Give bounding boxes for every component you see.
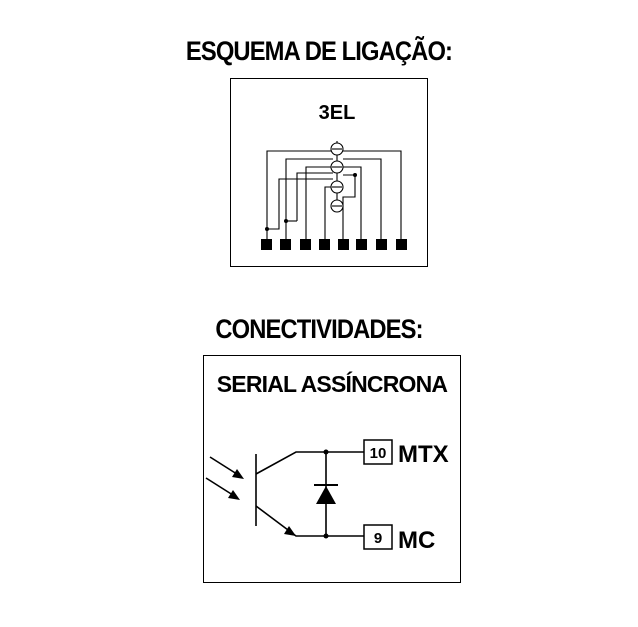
diode bbox=[314, 484, 338, 504]
terminal-pin bbox=[280, 239, 291, 250]
terminal-number-box bbox=[363, 439, 393, 465]
terminal-label: MTX bbox=[398, 441, 449, 468]
optocoupler-diagram: SERIAL ASSÍNCRONA 10 MTX bbox=[205, 370, 449, 554]
terminal-pin bbox=[338, 239, 349, 250]
terminal-number: 9 bbox=[374, 530, 382, 547]
junction-dots bbox=[265, 173, 357, 231]
terminal-blocks bbox=[261, 239, 407, 250]
terminal-10: 10 MTX bbox=[363, 439, 449, 468]
phototransistor bbox=[255, 451, 364, 537]
terminal-label: MC bbox=[398, 527, 435, 554]
wiring-diagram: 3EL bbox=[261, 102, 407, 250]
terminal-number-box bbox=[363, 524, 393, 550]
contact-bars bbox=[332, 148, 342, 207]
terminal-pin bbox=[300, 239, 311, 250]
wiring-diagram-title: ESQUEMA DE LIGAÇÃO: bbox=[185, 36, 453, 66]
diode-junctions bbox=[323, 449, 329, 539]
terminal-number: 10 bbox=[370, 445, 387, 462]
terminal-9: 9 MC bbox=[363, 524, 435, 554]
terminal-pin bbox=[319, 239, 330, 250]
light-arrow-heads bbox=[228, 469, 244, 500]
model-label: 3EL bbox=[319, 102, 356, 124]
terminal-pin bbox=[356, 239, 367, 250]
connectivity-panel: SERIAL ASSÍNCRONA 10 MTX bbox=[203, 355, 461, 583]
terminal-pin bbox=[396, 239, 407, 250]
wiring-lines bbox=[266, 141, 402, 241]
wiring-diagram-panel: 3EL bbox=[230, 78, 428, 267]
terminal-pin bbox=[376, 239, 387, 250]
emitter-arrow bbox=[284, 526, 296, 536]
terminal-pin bbox=[261, 239, 272, 250]
connection-type: SERIAL ASSÍNCRONA bbox=[217, 370, 448, 397]
connectivity-title: CONECTIVIDADES: bbox=[215, 314, 423, 344]
